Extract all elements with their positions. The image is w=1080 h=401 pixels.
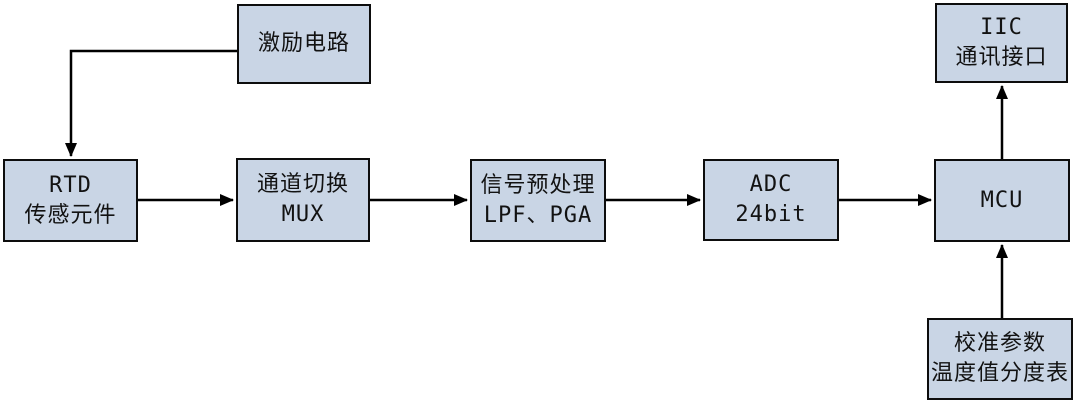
node-label: MCU	[980, 187, 1024, 213]
node-label: LPF、PGA	[483, 202, 593, 228]
node-label: RTD	[49, 172, 92, 198]
node-label: ADC	[749, 172, 793, 197]
node-calibration-table: 校准参数 温度值分度表	[927, 318, 1073, 400]
node-label: 激励电路	[257, 31, 350, 56]
node-label: 24bit	[735, 202, 807, 227]
node-channel-mux: 通道切换 MUX	[236, 158, 370, 242]
node-label: 校准参数	[953, 331, 1046, 356]
node-signal-preprocessing: 信号预处理 LPF、PGA	[470, 159, 606, 242]
node-excitation-circuit: 激励电路	[237, 4, 371, 84]
node-label: IIC	[980, 15, 1023, 40]
node-label: 通道切换	[256, 172, 349, 197]
node-label: 传感元件	[24, 202, 117, 228]
node-mcu: MCU	[934, 159, 1070, 242]
node-adc-24bit: ADC 24bit	[703, 159, 839, 241]
node-iic-interface: IIC 通讯接口	[935, 3, 1068, 83]
node-label: 信号预处理	[480, 172, 596, 198]
node-label: 温度值分度表	[930, 361, 1069, 386]
node-rtd-sensor: RTD 传感元件	[3, 159, 138, 242]
node-label: 通讯接口	[955, 45, 1048, 70]
arrow-excitation-to-rtd	[65, 49, 237, 157]
node-label: MUX	[281, 202, 325, 227]
